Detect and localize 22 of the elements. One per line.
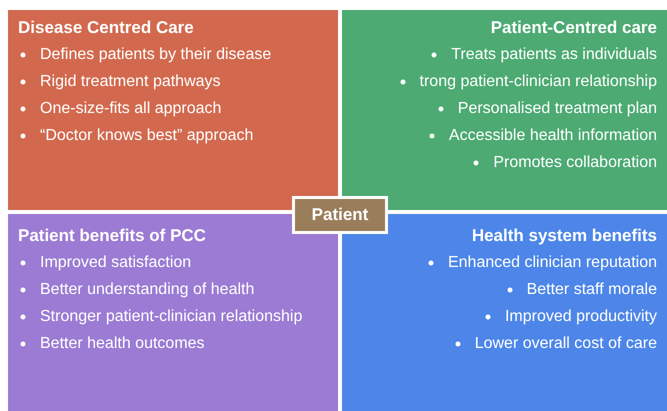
bullet-text: One-size-fits all approach <box>40 99 222 119</box>
bullet-text: Treats patients as individuals <box>451 45 657 65</box>
bullet-text: trong patient-clinician relationship <box>420 72 657 92</box>
bullet-text: Improved productivity <box>504 307 657 327</box>
quadrant-heading: Patient-Centred care <box>490 18 657 38</box>
bullet-text: Promotes collaboration <box>493 153 657 173</box>
bullet-text: Better staff morale <box>526 280 657 300</box>
bullet-text: Improved satisfaction <box>40 253 192 273</box>
bullet-text: Better understanding of health <box>40 280 254 300</box>
bullet-text: Accessible health information <box>448 126 657 146</box>
bullet-text: Lower overall cost of care <box>474 334 657 354</box>
bullet-text: Personalised treatment plan <box>458 99 657 119</box>
quadrant-heading: Patient benefits of PCC <box>18 226 206 246</box>
quadrant-heading: Health system benefits <box>472 226 657 246</box>
bullet-text: Defines patients by their disease <box>40 45 272 65</box>
bullet-text: “Doctor knows best” approach <box>40 126 254 146</box>
quadrant-heading: Disease Centred Care <box>18 18 194 38</box>
bullet-text: Stronger patient-clinician relationship <box>40 307 302 327</box>
bullet-text: Enhanced clinician reputation <box>448 253 657 273</box>
bullet-text: Rigid treatment pathways <box>40 72 221 92</box>
center-label-box: Patient <box>292 196 388 234</box>
bullet-text: Better health outcomes <box>40 334 205 354</box>
